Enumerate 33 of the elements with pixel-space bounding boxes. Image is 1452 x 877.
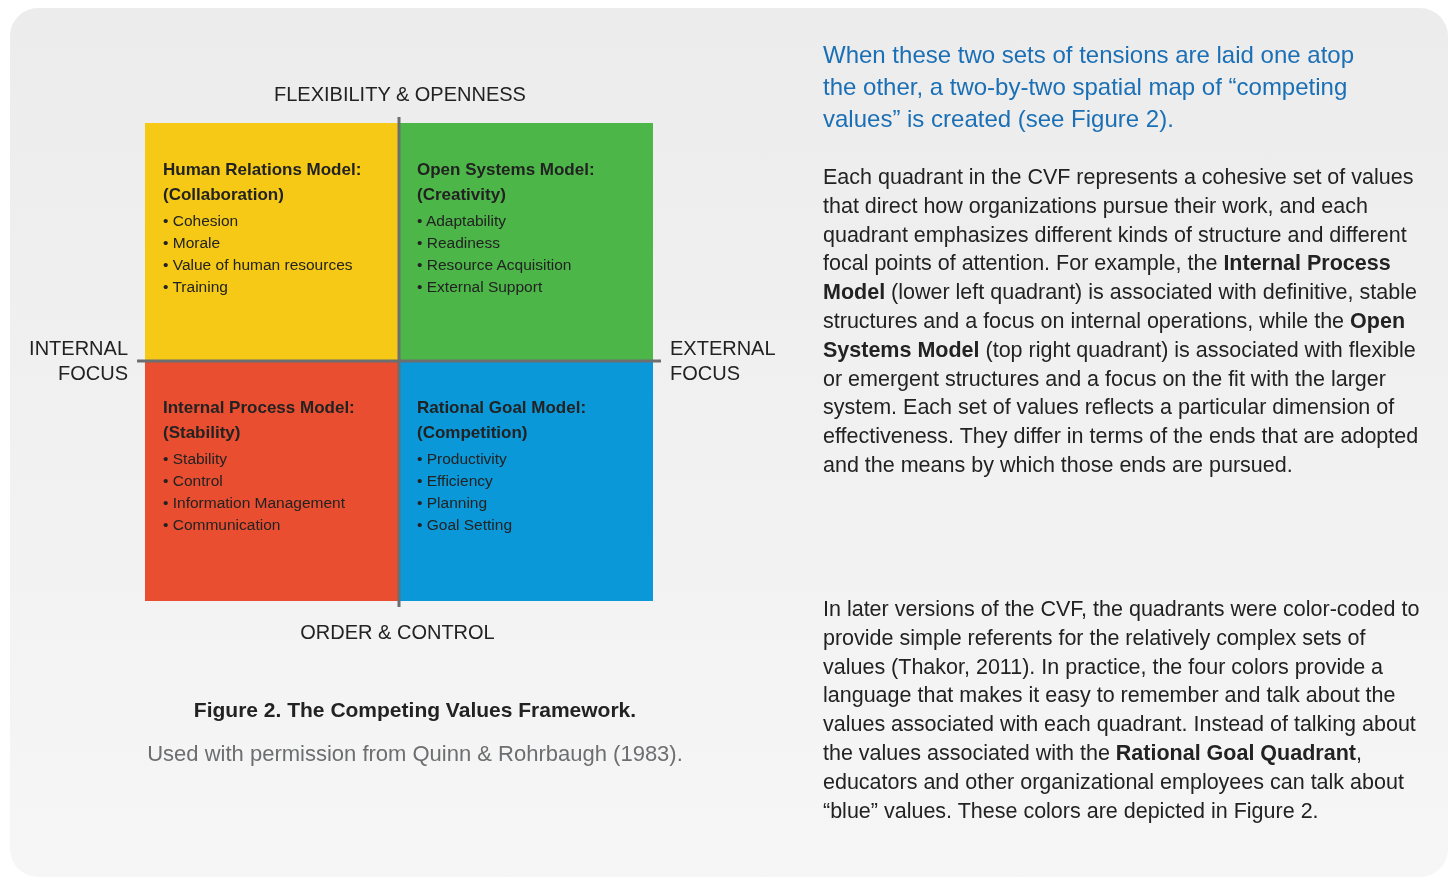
quadrant-panel (399, 123, 653, 363)
bullet-item: • Productivity (417, 449, 508, 469)
bullet-item: • Goal Setting (417, 515, 514, 535)
quadrant-panel (399, 361, 653, 601)
bullet-item: • Readiness (417, 233, 501, 253)
bullet-item: • Efficiency (417, 471, 494, 491)
quadrant-heading: Open Systems Model: (Creativity) (417, 159, 596, 206)
quadrant-heading: Rational Goal Model: (Competition) (417, 397, 588, 444)
axis-label: FLEXIBILITY & OPENNESS (273, 82, 527, 107)
quadrant-heading: Human Relations Model: (Collaboration) (163, 159, 363, 206)
bullet-item: • External Support (417, 277, 544, 297)
axis-label: ORDER & CONTROL (299, 620, 496, 645)
bullet-item: • Morale (163, 233, 222, 253)
axis-label: INTERNAL FOCUS (28, 336, 128, 386)
bullet-item: • Control (163, 471, 224, 491)
bullet-item: • Planning (417, 493, 489, 513)
bullet-item: • Cohesion (163, 211, 240, 231)
quadrant-panel (145, 123, 399, 363)
axis-label: EXTERNAL FOCUS (670, 336, 776, 386)
source-note: Used with permission from Quinn & Rohrbaugh (1983). (146, 741, 684, 767)
quadrant-heading: Internal Process Model: (Stability) (163, 397, 356, 444)
bullet-item: • Training (163, 277, 229, 297)
bullet-item: • Adaptability (417, 211, 507, 231)
bullet-item: • Value of human resources (163, 255, 354, 275)
body-paragraph: Each quadrant in the CVF represents a cohesive set of values that direct how organizations pursue their work, and each quadrant emphasizes different kinds of structure and different focal points of attention. For example, the Internal Process Model (lower left quadrant) is associated with definitive, stable structures and a focus on internal operations, while the Open Systems Model (top right quadrant) is associated with flexible or emergent structures and a focus on the fit with the larger system. Each set of values reflects a particular dimension of effectiveness. They differ in terms of the ends that are adopted and the means by which those ends are pursued. (823, 164, 1420, 479)
figure-caption: Figure 2. The Competing Values Framework. (192, 698, 638, 722)
bullet-item: • Communication (163, 515, 282, 535)
bullet-item: • Resource Acquisition (417, 255, 573, 275)
body-paragraph: In later versions of the CVF, the quadrants were color-coded to provide simple referents for the relatively complex sets of values (Thakor, 2011). In practice, the four colors provide a language that makes it easy to remember and talk about the values associated with each quadrant. Instead of talking about the values associated with the Rational Goal Quadrant, educators and other organizational employees can talk about “blue” values. These colors are depicted in Figure 2. (823, 596, 1421, 825)
bullet-item: • Information Management (163, 493, 347, 513)
quadrant-panel (145, 361, 399, 601)
bullet-item: • Stability (163, 449, 228, 469)
lead-paragraph: When these two sets of tensions are laid one atop the other, a two-by-two spatial map of “competing values” is created (see Figure 2). (823, 40, 1355, 134)
